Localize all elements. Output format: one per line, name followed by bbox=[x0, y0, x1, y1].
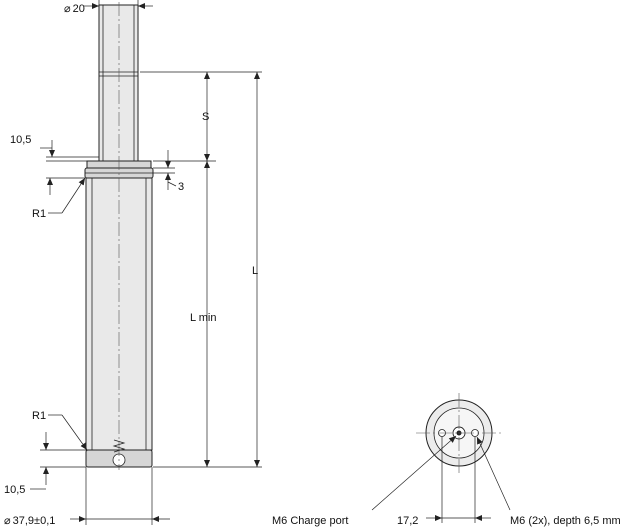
piston-rod bbox=[98, 4, 139, 162]
threads-label: M6 (2x), depth 6,5 mm bbox=[510, 515, 621, 527]
dimensions bbox=[30, 0, 262, 525]
svg-text:⌀20: ⌀20 bbox=[64, 3, 85, 15]
length-min-label: L min bbox=[190, 312, 217, 324]
end-view bbox=[371, 393, 511, 523]
bottom-offset-label: 10,5 bbox=[4, 484, 25, 496]
svg-text:⌀37,9±0,1: ⌀37,9±0,1 bbox=[4, 515, 55, 527]
length-label: L bbox=[252, 265, 258, 277]
charge-port-label: M6 Charge port bbox=[272, 515, 348, 527]
stroke-label: S bbox=[202, 111, 209, 123]
spring-symbol bbox=[112, 439, 126, 453]
side-view bbox=[84, 2, 154, 470]
rod-diameter-label: 20 bbox=[73, 3, 85, 15]
body-diameter-label: 37,9±0,1 bbox=[13, 515, 56, 527]
diameter-symbol: ⌀ bbox=[64, 3, 71, 15]
groove-label: 3 bbox=[178, 181, 184, 193]
radius-top-label: R1 bbox=[32, 208, 46, 220]
radius-bottom-label: R1 bbox=[32, 410, 46, 422]
diameter-symbol-2: ⌀ bbox=[4, 515, 11, 527]
top-offset-label: 10,5 bbox=[10, 134, 31, 146]
bolt-spacing-label: 17,2 bbox=[397, 515, 418, 527]
